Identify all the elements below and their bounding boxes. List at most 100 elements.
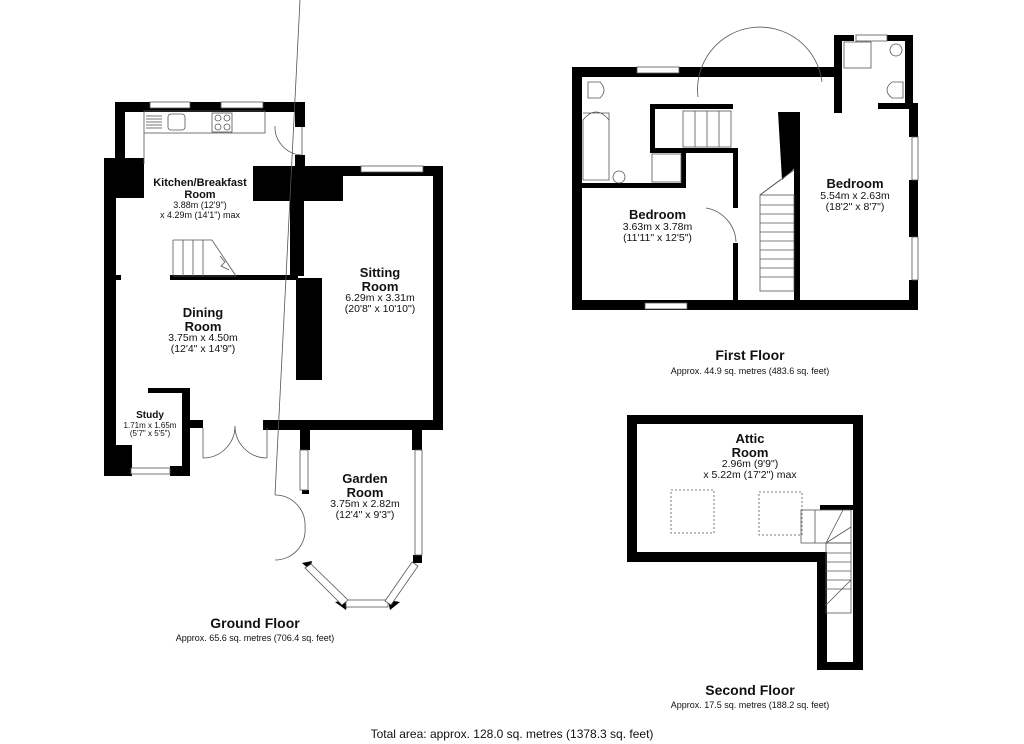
wall [853, 415, 863, 670]
room-label-garden-room: Garden Room 3.75m x 2.82m (12'4" x 9'3") [310, 472, 420, 521]
window [130, 467, 171, 475]
window [345, 599, 389, 608]
room-dimensions: 3.75m x 4.50m [168, 332, 238, 345]
room-dimensions: (11'11" x 12'5") [623, 231, 692, 244]
wall [300, 428, 310, 450]
total-area: Total area: approx. 128.0 sq. metres (13… [370, 727, 654, 741]
wall [909, 280, 918, 310]
wall [733, 243, 738, 303]
wall [681, 148, 686, 188]
room-label-kitchen: Kitchen/Breakfast Room 3.88m (12'9") x 4… [140, 177, 260, 220]
room-label-bedroom-2: Bedroom 3.63m x 3.78m (11'11" x 12'5") [600, 208, 715, 244]
wall [115, 102, 305, 112]
floor-title-ground: Ground Floor [210, 615, 300, 631]
worktop [143, 110, 266, 134]
floor-area-first: Approx. 44.9 sq. metres (483.6 sq. feet) [670, 366, 830, 376]
wall [104, 158, 116, 476]
room-dimensions: x 4.29m (14'1") max [160, 209, 240, 220]
toilet-icon [587, 81, 605, 99]
wall [834, 35, 842, 113]
skylight [758, 491, 803, 536]
window [644, 302, 688, 310]
window [149, 101, 191, 109]
staircase [800, 509, 852, 614]
room-name: Bedroom [628, 207, 687, 222]
room-name: Dining [182, 305, 224, 320]
room-label-sitting-room: Sitting Room 6.29m x 3.31m (20'8" x 10'1… [325, 266, 435, 315]
room-label-bedroom-1: Bedroom 5.54m x 2.63m (18'2" x 8'7") [800, 177, 910, 213]
wall [909, 103, 918, 137]
room-dimensions: (12'4" x 14'9") [170, 343, 236, 356]
window [304, 563, 349, 606]
wall [263, 420, 443, 430]
room-name: Room [731, 444, 769, 460]
door-swing [705, 207, 737, 243]
wall [182, 388, 190, 476]
window [384, 561, 419, 606]
shower-icon [843, 41, 872, 69]
basin-icon [612, 170, 626, 184]
window [636, 66, 680, 74]
wall [290, 166, 304, 276]
ground-floor-fixtures [130, 0, 424, 608]
wall [412, 428, 422, 450]
room-dimensions: 3.75m x 2.82m [330, 498, 400, 511]
room-dimensions: 6.29m x 3.31m [345, 292, 415, 305]
room-name: Room [346, 484, 384, 500]
room-label-study: Study 1.71m x 1.65m (5'7" x 5'5") [118, 410, 182, 438]
door-swing [697, 26, 823, 98]
room-name: Room [361, 278, 399, 294]
wall [627, 415, 863, 424]
door-swing [274, 125, 303, 156]
first-floor-plan [572, 35, 918, 310]
wall [778, 112, 798, 180]
wall [650, 104, 655, 152]
room-dimensions: 2.96m (9'9") [721, 458, 779, 471]
window [414, 449, 423, 556]
wall [905, 35, 913, 107]
sink-icon [146, 113, 186, 131]
wall [413, 555, 422, 563]
wall [572, 67, 837, 77]
room-name: Study [136, 410, 164, 421]
hob-icon [211, 112, 233, 133]
wall [572, 67, 582, 310]
room-label-attic-room: Attic Room 2.96m (9'9") x 5.22m (17'2") … [680, 432, 820, 481]
room-dimensions: 3.63m x 3.78m [622, 220, 693, 233]
staircase [682, 110, 795, 292]
basin-icon [889, 43, 903, 57]
wall [582, 183, 686, 188]
room-dimensions: 1.71m x 1.65m [123, 420, 177, 430]
wall [627, 415, 637, 562]
window [220, 101, 264, 109]
wall [650, 148, 735, 153]
wall [433, 166, 443, 430]
room-name: Bedroom [826, 176, 884, 191]
wall [170, 466, 190, 476]
toilet-icon [886, 81, 904, 99]
wall [834, 35, 854, 41]
room-dimensions: (12'4" x 9'3") [335, 509, 395, 522]
wall [187, 420, 203, 428]
wall [909, 180, 918, 237]
room-name: Garden [342, 471, 388, 486]
wall [650, 104, 733, 109]
room-dimensions: 5.54m x 2.63m [820, 189, 890, 202]
chimney-breast [104, 158, 144, 198]
wall [302, 490, 309, 494]
window [855, 34, 888, 42]
room-name: Sitting [359, 265, 401, 280]
ground-floor-plan [104, 102, 443, 610]
room-name: Room [184, 318, 222, 334]
bath-icon [582, 111, 610, 181]
wall [115, 275, 121, 280]
window [299, 449, 309, 491]
wall [148, 388, 190, 393]
french-doors [274, 0, 306, 561]
wall [820, 505, 860, 510]
first-floor-fixtures [582, 26, 919, 310]
wall [794, 112, 800, 302]
room-dimensions: (20'8" x 10'10") [344, 303, 416, 316]
shower-icon [651, 153, 682, 183]
